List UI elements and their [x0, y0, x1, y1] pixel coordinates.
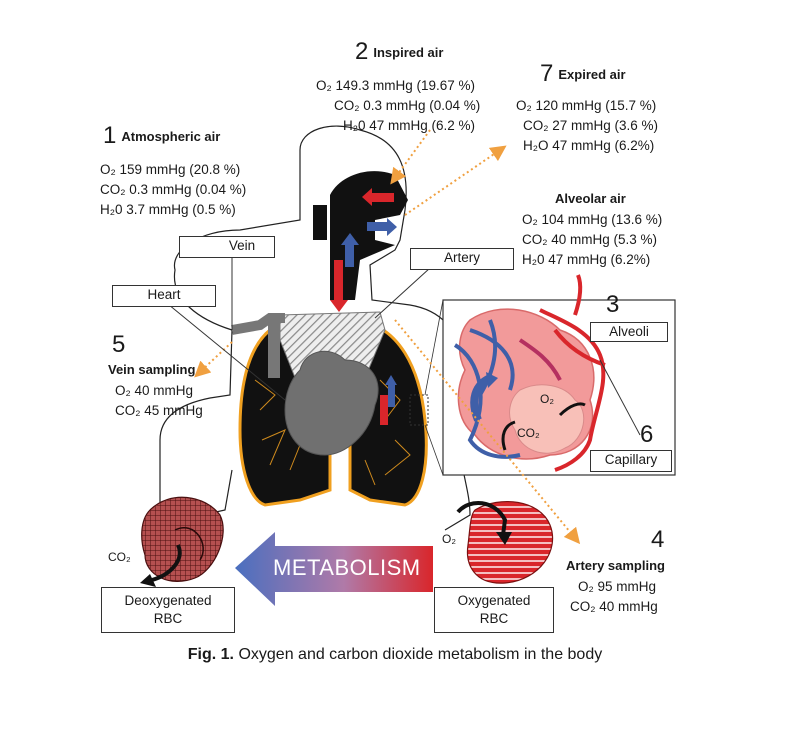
artery-sampling-co2: CO₂ 40 mmHg: [570, 599, 658, 614]
deoxy-line2: RBC: [153, 611, 183, 626]
inset-co2-label: CO₂: [517, 426, 540, 440]
artery-label: Artery: [410, 248, 514, 270]
heart-label: Heart: [112, 285, 216, 307]
vein-label: Vein: [179, 236, 275, 258]
alveolar-air-co2: CO₂ 40 mmHg (5.3 %): [522, 232, 658, 247]
alveoli-number: 3: [606, 291, 620, 318]
deoxy-co2-label: CO₂: [108, 550, 131, 564]
oxy-line2: RBC: [479, 611, 509, 626]
vein-sampling-co2: CO₂ 45 mmHg: [115, 403, 203, 418]
expired-air-o2: O₂ 120 mmHg (15.7 %): [516, 98, 657, 113]
vein-sampling-number: 5: [112, 331, 126, 358]
expired-air-h2o: H₂O 47 mmHg (6.2%): [523, 138, 655, 153]
artery-sampling-heading: Artery sampling: [566, 558, 665, 573]
oxy-o2-label: O₂: [442, 532, 456, 546]
capillary-number: 6: [640, 421, 654, 448]
capillary-label: Capillary: [590, 450, 672, 472]
oxy-line1: Oxygenated: [457, 593, 531, 608]
vein-sampling-o2: O₂ 40 mmHg: [115, 383, 194, 398]
artery-sampling-o2: O₂ 95 mmHg: [578, 579, 657, 594]
inspired-air-h2o: H₂0 47 mmHg (6.2 %): [343, 118, 476, 133]
oxygenated-rbc-label: Oxygenated RBC: [434, 587, 554, 633]
caption-text: Oxygen and carbon dioxide metabolism in …: [238, 646, 603, 663]
expired-air-co2: CO₂ 27 mmHg (3.6 %): [523, 118, 659, 133]
inspired-air-co2: CO₂ 0.3 mmHg (0.04 %): [334, 98, 481, 113]
alveolar-air-h2o: H₂0 47 mmHg (6.2%): [522, 252, 651, 267]
deoxy-line1: Deoxygenated: [124, 593, 212, 608]
caption-prefix: Fig. 1.: [187, 646, 234, 663]
artery-sampling-number: 4: [651, 526, 665, 553]
metabolism-arrow-label: METABOLISM: [273, 555, 421, 580]
figure-caption: Fig. 1. Oxygen and carbon dioxide metabo…: [0, 646, 790, 664]
alveolar-air-heading: Alveolar air: [555, 191, 626, 206]
inset-o2-label: O₂: [540, 392, 554, 406]
inspired-air-o2: O₂ 149.3 mmHg (19.67 %): [316, 78, 476, 93]
atmospheric-air-o2: O₂ 159 mmHg (20.8 %): [100, 162, 241, 177]
deoxygenated-rbc-label: Deoxygenated RBC: [101, 587, 235, 633]
alveolar-air-o2: O₂ 104 mmHg (13.6 %): [522, 212, 663, 227]
atmospheric-air-h2o: H₂0 3.7 mmHg (0.5 %): [100, 202, 236, 217]
alveoli-label: Alveoli: [590, 322, 668, 342]
vein-sampling-heading: Vein sampling: [108, 362, 196, 377]
atmospheric-air-co2: CO₂ 0.3 mmHg (0.04 %): [100, 182, 247, 197]
